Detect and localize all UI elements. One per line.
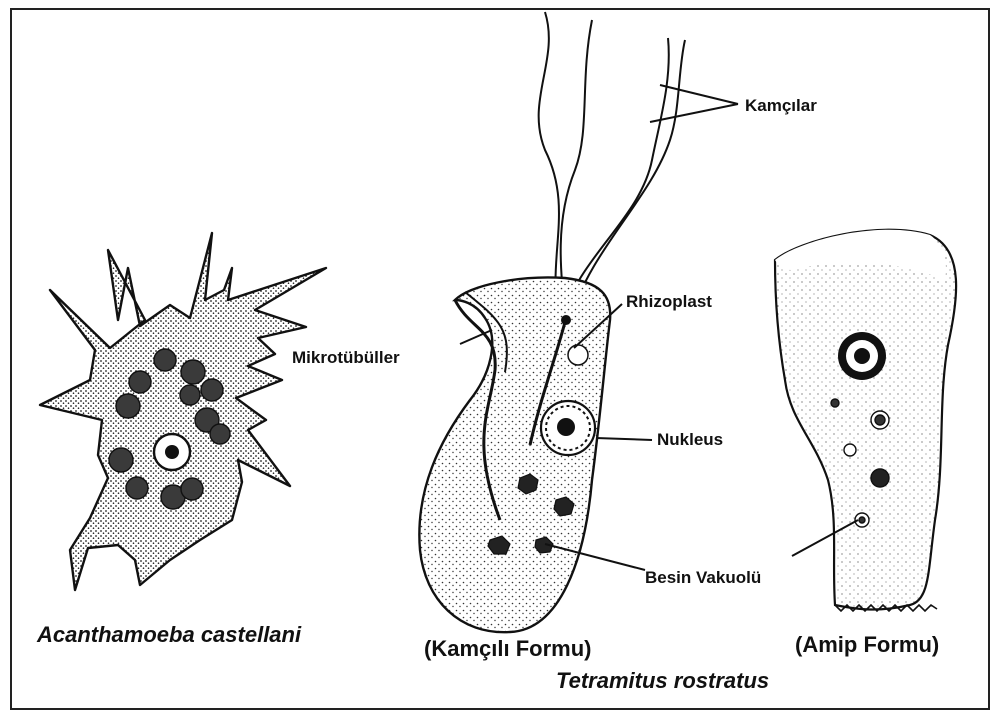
label-microtubules: Mikrotübüller xyxy=(292,348,400,368)
tetramitus-amoeba-cell xyxy=(775,230,956,611)
label-food-vacuole: Besin Vakuolü xyxy=(645,568,761,588)
label-nucleus: Nukleus xyxy=(657,430,723,450)
acanthamoeba-cell xyxy=(40,233,326,590)
caption-acanthamoeba: Acanthamoeba castellani xyxy=(37,622,301,648)
caption-flagellate-form: (Kamçılı Formu) xyxy=(424,636,591,662)
caption-amoeba-form: (Amip Formu) xyxy=(795,632,939,658)
label-rhizoplast: Rhizoplast xyxy=(626,292,712,312)
caption-tetramitus: Tetramitus rostratus xyxy=(556,668,769,694)
tetramitus-flagellate-cell xyxy=(419,12,685,632)
label-flagella: Kamçılar xyxy=(745,96,817,116)
